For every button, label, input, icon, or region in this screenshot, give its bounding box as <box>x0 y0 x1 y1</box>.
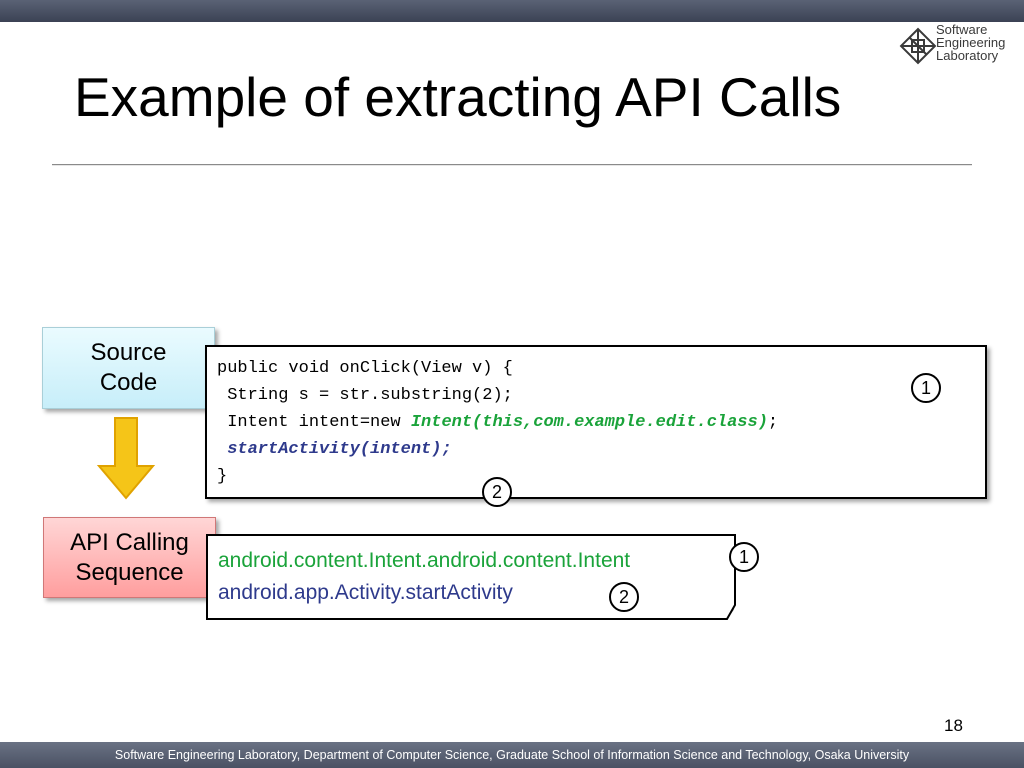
marker-1-code: 1 <box>911 373 941 403</box>
marker-2-code: 2 <box>482 477 512 507</box>
intent-constructor-highlight: Intent(this,com.example.edit.class) <box>410 413 768 432</box>
api-calling-sequence-label: API Calling Sequence <box>43 517 216 598</box>
logo-line-engineering: Engineering <box>936 35 1006 50</box>
code-line-1: public void onClick(View v) { <box>217 359 513 378</box>
page-number: 18 <box>944 716 963 735</box>
api-sequence-list: android.content.Intent.android.content.I… <box>218 545 630 609</box>
code-line-3-prefix: Intent intent=new <box>217 413 411 432</box>
top-bar <box>0 0 1024 22</box>
slide-title: Example of extracting API Calls <box>74 66 842 128</box>
api-call-intent: android.content.Intent.android.content.I… <box>218 549 631 572</box>
source-code-label-line2: Code <box>99 369 158 396</box>
code-line-4-indent <box>217 440 227 459</box>
code-line-3-suffix: ; <box>767 413 779 432</box>
source-code-label-line1: Source <box>90 339 167 366</box>
down-arrow-icon <box>96 417 156 500</box>
start-activity-highlight: startActivity(intent); <box>227 440 452 459</box>
api-label-line2: Sequence <box>75 558 184 586</box>
lab-logo-text: Software Engineering Laboratory <box>936 23 1024 62</box>
code-line-2: String s = str.substring(2); <box>217 386 513 405</box>
code-line-5: } <box>217 467 228 486</box>
code-listing: public void onClick(View v) { String s =… <box>217 355 778 490</box>
footer: Software Engineering Laboratory, Departm… <box>0 742 1024 768</box>
source-code-label: Source Code <box>42 327 215 409</box>
marker-2-api: 2 <box>609 582 639 612</box>
code-line-4: startActivity(intent); <box>217 436 778 463</box>
lab-logo: Software Engineering Laboratory <box>896 23 1024 68</box>
title-divider <box>52 164 972 165</box>
source-code-box: public void onClick(View v) { String s =… <box>205 345 987 499</box>
logo-line-laboratory: Laboratory <box>936 48 999 63</box>
api-sequence-panel <box>206 534 736 620</box>
lab-logo-icon <box>899 27 937 65</box>
api-call-start-activity: android.app.Activity.startActivity <box>218 581 513 604</box>
code-line-3: Intent intent=new Intent(this,com.exampl… <box>217 409 778 436</box>
marker-1-api: 1 <box>729 542 759 572</box>
logo-line-software: Software <box>936 22 988 37</box>
api-label-line1: API Calling <box>70 528 189 556</box>
